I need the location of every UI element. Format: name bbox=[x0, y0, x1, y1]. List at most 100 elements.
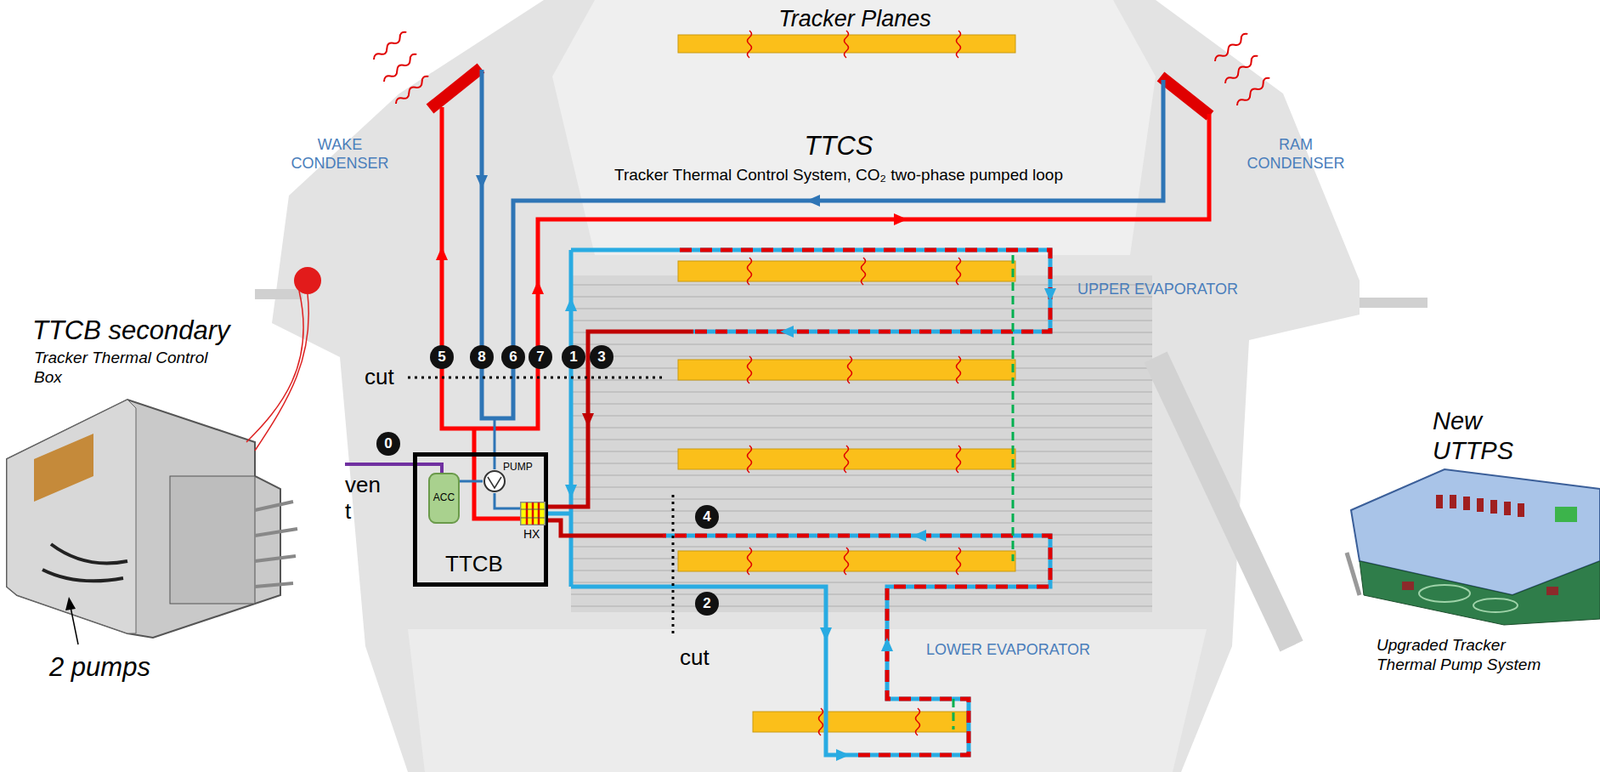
pipe-connector bbox=[494, 492, 521, 509]
uttps-photo bbox=[1546, 586, 1559, 595]
heat-squiggles bbox=[747, 445, 752, 473]
heat-squiggles bbox=[956, 257, 962, 285]
uttps-photo bbox=[1554, 506, 1578, 522]
flow-arrows bbox=[565, 484, 577, 498]
ams-background bbox=[271, 0, 1360, 772]
system-subtitle: Tracker Thermal Control System, CO₂ two-… bbox=[614, 165, 1063, 186]
heat-squiggles bbox=[956, 445, 962, 473]
ttcb-photo bbox=[293, 266, 322, 294]
flow-arrows bbox=[819, 627, 832, 641]
loop-pipes bbox=[344, 69, 1210, 755]
uttps-photo bbox=[1476, 497, 1484, 512]
hx-grid bbox=[520, 501, 546, 526]
loop-pipes bbox=[545, 331, 694, 507]
node-text: ACC bbox=[429, 491, 458, 504]
callout-number: 1 bbox=[561, 344, 586, 369]
flow-arrows bbox=[582, 412, 594, 427]
ttcb-photo bbox=[6, 399, 136, 634]
uttps-photo bbox=[1346, 469, 1600, 625]
flow-arrows bbox=[475, 175, 488, 189]
pump-outline bbox=[487, 476, 502, 488]
cut-lines bbox=[407, 376, 663, 379]
heat-squiggles bbox=[915, 707, 921, 735]
pump-outline bbox=[482, 469, 507, 493]
loop-pipes bbox=[679, 249, 1051, 332]
flow-arrows bbox=[435, 246, 448, 261]
loop-pipes bbox=[679, 249, 1051, 332]
heat-squiggles bbox=[747, 257, 752, 285]
ams-background bbox=[407, 628, 1207, 772]
ttcb-photo bbox=[65, 596, 76, 611]
ttcb-photo bbox=[42, 543, 128, 581]
condenser-label: WAKE CONDENSER bbox=[284, 135, 396, 173]
heat-squiggles bbox=[844, 547, 849, 575]
ttcb-photo bbox=[6, 266, 322, 645]
cut-lines bbox=[672, 494, 675, 638]
loop-pipes bbox=[481, 69, 1164, 419]
hx-grid bbox=[520, 508, 545, 518]
node-text: TTCB bbox=[445, 550, 504, 577]
loop-pipes bbox=[493, 418, 497, 470]
uttps-photo bbox=[1346, 552, 1360, 595]
cut-label: cut bbox=[679, 644, 710, 671]
ams-background bbox=[552, 0, 1156, 255]
flow-arrows bbox=[780, 325, 794, 338]
condensers bbox=[1160, 76, 1210, 116]
uttps-photo bbox=[1436, 494, 1443, 509]
heat-squiggles bbox=[747, 547, 752, 575]
ttcb-photo bbox=[246, 290, 309, 451]
photo-note: 2 pumps bbox=[49, 650, 151, 683]
uttps-photo bbox=[1490, 499, 1498, 514]
heat-squiggles bbox=[1223, 54, 1260, 86]
loop-pipes bbox=[474, 428, 521, 519]
heat-exchanger: HX bbox=[520, 501, 546, 526]
ams-background bbox=[1359, 297, 1428, 308]
plane-heading: Tracker Planes bbox=[778, 5, 932, 33]
ttcb-photo bbox=[6, 399, 281, 638]
uttps-photo bbox=[1419, 584, 1470, 602]
uttps-photo bbox=[1359, 560, 1600, 625]
green-dashes bbox=[952, 698, 956, 730]
evaporator-label: UPPER EVAPORATOR bbox=[1077, 280, 1239, 300]
heat-squiggles bbox=[372, 30, 408, 63]
ams-background bbox=[254, 288, 303, 300]
photo-caption: Upgraded Tracker Thermal Pump System bbox=[1376, 635, 1564, 675]
uttps-photo bbox=[1463, 496, 1470, 510]
uttps-photo bbox=[1503, 501, 1511, 515]
ttcb-photo bbox=[169, 475, 255, 604]
pump-symbol: PUMP bbox=[482, 469, 507, 493]
pipe-connector bbox=[459, 480, 483, 483]
photo-title: New UTTPS bbox=[1432, 406, 1535, 466]
photo-title: TTCB secondary bbox=[32, 314, 231, 346]
callout-number: 6 bbox=[501, 344, 526, 369]
heat-squiggles bbox=[844, 30, 849, 58]
heat-squiggles bbox=[956, 356, 962, 384]
heat-squiggles bbox=[1235, 76, 1272, 108]
loop-pipes bbox=[344, 463, 442, 473]
tracker-planes bbox=[678, 359, 1016, 380]
accumulator: ACC bbox=[428, 472, 460, 524]
tracker-planes bbox=[752, 711, 967, 732]
tracker-planes bbox=[678, 34, 1016, 732]
loop-pipes bbox=[545, 249, 859, 755]
heat-squiggles bbox=[848, 356, 853, 384]
cut-lines bbox=[407, 377, 673, 638]
system-title: TTCS bbox=[804, 130, 874, 162]
callout-number: 0 bbox=[376, 431, 401, 456]
callout-number: 3 bbox=[589, 344, 614, 369]
heat-squiggles bbox=[956, 547, 962, 575]
callout-number: 8 bbox=[469, 344, 494, 369]
uttps-photo bbox=[1402, 581, 1414, 590]
callout-number: 4 bbox=[695, 504, 719, 529]
evaporator-label: LOWER EVAPORATOR bbox=[926, 640, 1091, 660]
node-text: PUMP bbox=[503, 460, 533, 473]
green-dashes bbox=[1012, 254, 1015, 561]
condensers bbox=[429, 67, 1210, 116]
flow-arrows bbox=[435, 175, 1057, 761]
ams-background bbox=[1155, 356, 1292, 646]
heat-squiggles bbox=[1213, 32, 1250, 64]
